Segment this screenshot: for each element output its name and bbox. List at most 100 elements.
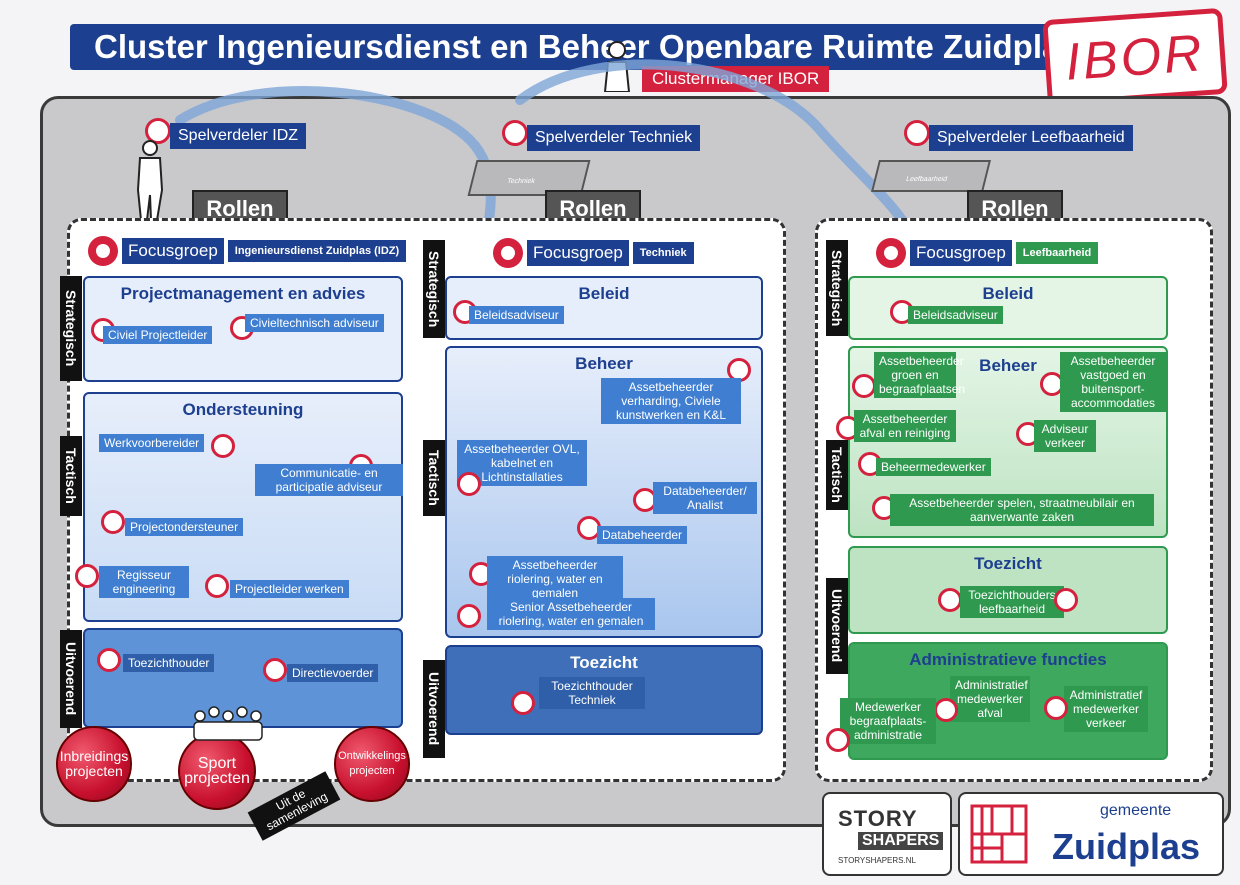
section-projectmanagement: Projectmanagement en advies Civiel Proje… [83, 276, 403, 382]
section-beheer-leef: Beheer Assetbeheerder groen en begraafpl… [836, 346, 1168, 538]
role-assetbeheerder-afval: Assetbeheerder afval en reiniging [854, 410, 956, 442]
role-assetbeheerder-ovl: Assetbeheerder OVL, kabelnet en Lichtins… [457, 440, 587, 486]
section-beleid-techniek-title: Beleid [578, 284, 630, 303]
spelverdeler-leefbaarheid-avatar [904, 120, 930, 146]
role-databeheerder: Databeheerder [597, 526, 688, 544]
level-uitvoerend-techniek: Uitvoerend [423, 660, 445, 758]
role-avatar [205, 574, 229, 598]
role-assetbeheerder-verharding: Assetbeheerder verharding, Civiele kunst… [601, 378, 741, 424]
section-beleid-leef: Beleid Beleidsadviseur [848, 276, 1168, 340]
role-toezichthouder-techniek: Toezichthouder Techniek [539, 677, 645, 709]
spelverdeler-leefbaarheid: Spelverdeler Leefbaarheid [929, 125, 1133, 151]
spelverdeler-techniek-avatar [502, 120, 528, 146]
role-communicatie-adviseur: Communicatie- en participatie adviseur [255, 464, 403, 496]
focusgroep-idz: Focusgroep Ingenieursdienst Zuidplas (ID… [88, 236, 407, 266]
section-toezicht-leef-title: Toezicht [974, 554, 1042, 573]
section-ondersteuning: Ondersteuning Werkvoorbereider Communica… [75, 392, 403, 622]
focusgroep-leefbaarheid-label: Focusgroep [910, 240, 1012, 266]
role-assetbeheerder-riolering: Assetbeheerder riolering, water en gemal… [487, 556, 623, 602]
role-projectondersteuner: Projectondersteuner [125, 518, 244, 536]
level-tactisch-techniek: Tactisch [423, 440, 445, 516]
section-beleid-leef-title: Beleid [982, 284, 1034, 303]
level-strategisch-leef: Strategisch [826, 240, 848, 336]
logo-url: STORYSHAPERS.NL [838, 856, 916, 865]
role-avatar [511, 691, 535, 715]
role-avatar [211, 434, 235, 458]
section-beleid-techniek: Beleid Beleidsadviseur [445, 276, 763, 340]
role-toezichthouders-leefbaarheid: Toezichthouders leefbaarheid [960, 586, 1064, 618]
focusgroep-techniek: Focusgroep Techniek [493, 238, 694, 268]
role-adviseur-verkeer: Adviseur verkeer [1034, 420, 1096, 452]
aperture-icon [493, 238, 523, 268]
role-avatar [75, 564, 99, 588]
techniek-desk-label: Techniek [506, 178, 536, 185]
role-medewerker-begraafplaats: Medewerker begraafplaats-administratie [840, 698, 936, 744]
spelverdeler-idz: Spelverdeler IDZ [170, 123, 307, 149]
ball-inbreidings: Inbreidings projecten [56, 726, 132, 802]
leefbaarheid-desk: Leefbaarheid [871, 160, 991, 192]
role-admin-verkeer: Administratief medewerker verkeer [1064, 686, 1148, 732]
section-administratief-leef: Administratieve functies Administratief … [826, 642, 1168, 760]
role-werkvoorbereider: Werkvoorbereider [99, 434, 205, 452]
role-avatar [938, 588, 962, 612]
role-avatar [1054, 588, 1078, 612]
role-directievoerder: Directievoerder [287, 664, 379, 682]
section-toezicht-techniek-title: Toezicht [570, 653, 638, 672]
role-avatar [1044, 696, 1068, 720]
role-avatar [457, 472, 481, 496]
level-tactisch-leef: Tactisch [826, 440, 848, 510]
logo-gemeente: gemeente [1100, 802, 1172, 819]
role-civiel-projectleider: Civiel Projectleider [103, 326, 213, 344]
section-toezicht-techniek: Toezicht Toezichthouder Techniek [445, 645, 763, 735]
gemeente-zuidplas-logo: gemeente Zuidplas [958, 792, 1224, 876]
role-toezichthouder: Toezichthouder [123, 654, 215, 672]
section-beheer-leef-title: Beheer [979, 356, 1037, 375]
focusgroep-idz-label: Focusgroep [122, 238, 224, 264]
aperture-icon [88, 236, 118, 266]
logo-zuidplas: Zuidplas [1052, 826, 1201, 867]
section-toezicht-leef: Toezicht Toezichthouders leefbaarheid [848, 546, 1168, 634]
role-assetbeheerder-groen: Assetbeheerder groen en begraafplaatsen [874, 352, 965, 398]
level-strategisch-techniek: Strategisch [423, 240, 445, 338]
role-avatar [826, 728, 850, 752]
role-regisseur-engineering: Regisseur engineering [99, 566, 189, 598]
role-avatar [934, 698, 958, 722]
focusgroep-techniek-sub: Techniek [632, 242, 694, 264]
logo-shapers: SHAPERS [858, 832, 944, 850]
level-tactisch-idz: Tactisch [60, 436, 82, 516]
role-beleidsadviseur-techniek: Beleidsadviseur [469, 306, 564, 324]
section-beheer-techniek: Beheer Assetbeheerder verharding, Civiel… [445, 346, 763, 638]
role-senior-assetbeheerder: Senior Assetbeheerder riolering, water e… [487, 598, 655, 630]
role-civieltechnisch-adviseur: Civieltechnisch adviseur [245, 314, 384, 332]
storyshapers-logo: STORY SHAPERS STORYSHAPERS.NL [822, 792, 952, 876]
aperture-icon [876, 238, 906, 268]
role-assetbeheerder-vastgoed: Assetbeheerder vastgoed en buitensport-a… [1060, 352, 1166, 412]
crowd-figures [192, 706, 264, 742]
focusgroep-techniek-label: Focusgroep [527, 240, 629, 266]
ball-sport: Sport projecten [178, 732, 256, 810]
role-avatar [457, 604, 481, 628]
role-databeheerder-analist: Databeheerder/ Analist [653, 482, 757, 514]
role-avatar [101, 510, 125, 534]
role-admin-afval: Administratief medewerker afval [950, 676, 1030, 722]
zuidplas-emblem [970, 804, 1028, 864]
section-projectmanagement-title: Projectmanagement en advies [120, 284, 366, 303]
level-uitvoerend-idz: Uitvoerend [60, 630, 82, 728]
level-strategisch-idz: Strategisch [60, 276, 82, 381]
focusgroep-leefbaarheid: Focusgroep Leefbaarheid [876, 238, 1099, 268]
role-avatar [97, 648, 121, 672]
role-avatar [852, 374, 876, 398]
spelverdeler-idz-figure [125, 140, 175, 222]
focusgroep-leefbaarheid-sub: Leefbaarheid [1015, 242, 1099, 264]
spelverdeler-techniek: Spelverdeler Techniek [527, 125, 701, 151]
role-projectleider-werken: Projectleider werken [230, 580, 349, 598]
spelverdeler-idz-avatar [145, 118, 171, 144]
ball-ontwikkelings: Ontwikkelings projecten [334, 726, 410, 802]
role-beleidsadviseur-leef: Beleidsadviseur [908, 306, 1003, 324]
page-title: Cluster Ingenieursdienst en Beheer Openb… [70, 24, 1062, 70]
role-beheermedewerker: Beheermedewerker [876, 458, 991, 476]
logo-story: STORY [838, 806, 918, 831]
role-assetbeheerder-spelen: Assetbeheerder spelen, straatmeubilair e… [890, 494, 1154, 526]
focusgroep-idz-sub: Ingenieursdienst Zuidplas (IDZ) [227, 240, 407, 262]
section-ondersteuning-title: Ondersteuning [182, 400, 304, 419]
